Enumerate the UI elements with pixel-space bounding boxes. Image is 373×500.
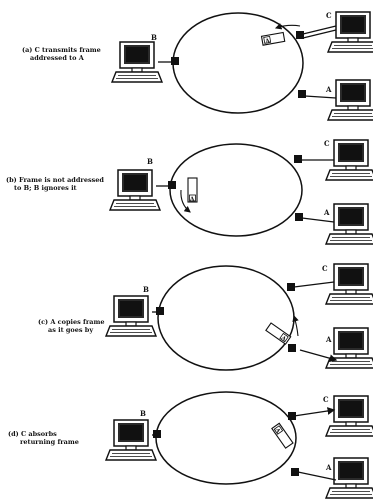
panel-b-frame-label: A (189, 197, 195, 203)
panel-c-ring (157, 265, 295, 371)
panel-c-caption-line-1: (c) A copies frame (38, 318, 105, 326)
panel-d-caption: (d) C absorbs returning frame (8, 430, 79, 446)
panel-a-direction-arrow (274, 23, 301, 30)
panel-c-station-c-interface (287, 283, 295, 291)
panel-a-station-c-interface (296, 31, 304, 39)
panel-b-station-b-computer (109, 169, 161, 211)
panel-c-station-c-computer (325, 263, 373, 305)
panel-b-caption-line-2: to B; B ignores it (14, 184, 77, 192)
panel-b-station-a-computer (325, 203, 373, 245)
panel-c-station-a-interface (288, 344, 296, 352)
panel-a-caption-line-1: (a) C transmits frame (22, 46, 101, 54)
panel-d-station-a-interface (291, 468, 299, 476)
panel-d-frame-label: A (273, 427, 281, 435)
panel-d-ring (155, 391, 297, 485)
panel-d-station-b-label: B (140, 409, 146, 418)
panel-a-frame: A (260, 31, 286, 46)
panel-c-caption-line-2: as it goes by (48, 326, 93, 334)
panel-c-frame: A (265, 322, 292, 345)
panel-b-ring (169, 143, 303, 237)
panel-a-station-c-label: C (326, 11, 332, 20)
panel-d-absorb-arrow (293, 407, 336, 417)
panel-d-station-c-interface (288, 412, 296, 420)
panel-c-station-c-label: C (322, 264, 328, 273)
panel-c-station-b-label: B (143, 285, 149, 294)
panel-b-station-b-label: B (147, 157, 153, 166)
panel-b-station-a-interface (295, 213, 303, 221)
panel-a: (a) C transmits frame addressed to A B C… (22, 11, 373, 121)
panel-b-station-c-interface (294, 155, 302, 163)
panel-c-station-a-label: A (325, 335, 332, 344)
panel-a-station-b-computer (111, 41, 163, 83)
panel-d-station-c-label: C (323, 395, 329, 404)
panel-b-direction-arrow (180, 189, 191, 213)
panel-a-caption-line-2: addressed to A (30, 54, 85, 62)
panel-a-frame-label: A (264, 38, 271, 45)
panel-d-station-c-computer (325, 395, 373, 437)
panel-b-caption: (b) Frame is not addressed to B; B ignor… (6, 176, 106, 192)
panel-a-station-b-interface (171, 57, 179, 65)
panel-a-station-b-label: B (151, 33, 157, 42)
panel-c: (c) A copies frame as it goes by B C A A (38, 263, 373, 371)
panel-d-station-a-computer (325, 457, 373, 499)
panel-c-station-b-interface (156, 307, 164, 315)
panel-a-station-a-computer (327, 79, 373, 121)
panel-b-station-b-interface (168, 181, 176, 189)
panel-c-direction-arrow (292, 314, 299, 337)
panel-b-caption-line-1: (b) Frame is not addressed (6, 176, 104, 184)
panel-d-station-b-interface (153, 430, 161, 438)
panel-c-frame-label: A (279, 335, 287, 343)
panel-c-copy-arrow (299, 349, 338, 363)
panel-b-station-a-label: A (323, 208, 330, 217)
panel-a-caption: (a) C transmits frame addressed to A (22, 46, 103, 62)
panel-d: (d) C absorbs returning frame B C A A (8, 391, 373, 499)
panel-d-frame: A (271, 422, 294, 449)
panel-b-frame: A (187, 177, 198, 203)
panel-a-ring (172, 12, 304, 114)
panel-c-caption: (c) A copies frame as it goes by (38, 318, 107, 334)
panel-b: (b) Frame is not addressed to B; B ignor… (6, 139, 373, 245)
panel-c-station-b-computer (105, 295, 157, 337)
panel-b-station-c-label: C (324, 139, 330, 148)
panel-d-station-a-label: A (325, 463, 332, 472)
panel-c-station-a-computer (325, 327, 373, 369)
panel-a-station-a-interface (298, 90, 306, 98)
panel-a-station-c-computer (327, 11, 373, 53)
panel-d-station-b-computer (105, 419, 157, 461)
panel-a-station-a-label: A (325, 85, 332, 94)
panel-d-caption-line-1: (d) C absorbs (8, 430, 57, 438)
panel-d-caption-line-2: returning frame (20, 438, 79, 446)
